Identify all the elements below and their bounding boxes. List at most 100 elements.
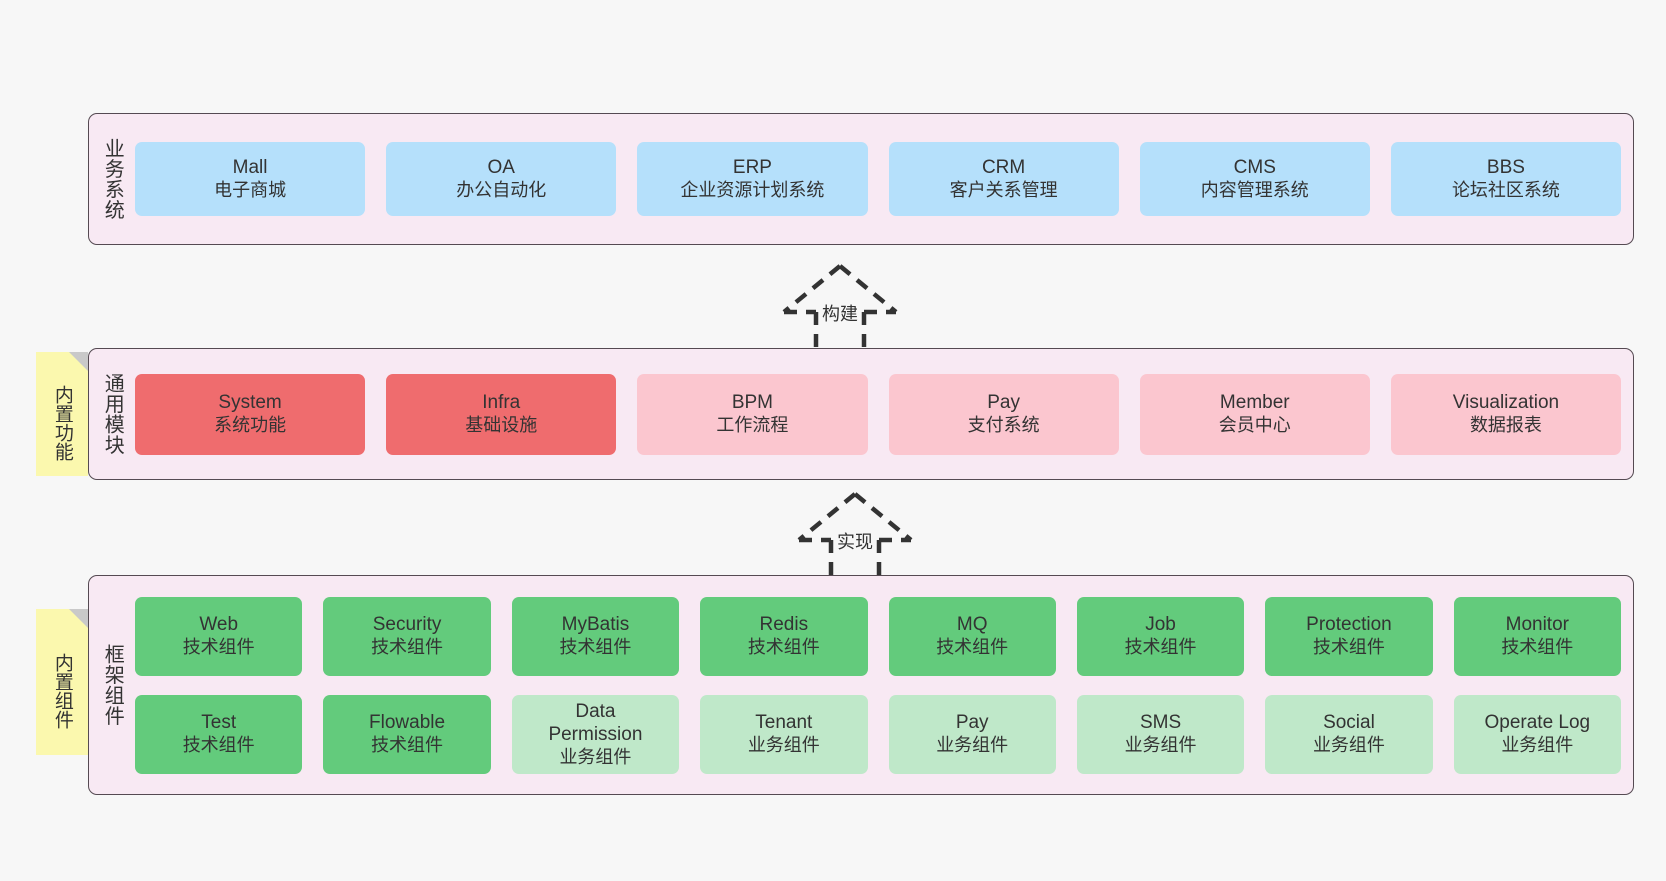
card-name: MQ [956,614,988,636]
card-name: Redis [759,614,809,636]
layer-title-common-module: 通用模块 [101,373,124,455]
card-subtitle: 工作流程 [716,415,789,436]
card-mybatis[interactable]: MyBatis 技术组件 [511,596,680,676]
card-name: Monitor [1505,614,1569,636]
card-bpm[interactable]: BPM 工作流程 [637,373,868,455]
card-subtitle: 客户关系管理 [949,180,1058,201]
card-name: Data Permission [548,700,643,745]
card-data-permission[interactable]: Data Permission 业务组件 [511,694,680,774]
card-name: Pay [955,712,989,734]
card-infra[interactable]: Infra 基础设施 [386,373,617,455]
layer-body-framework-component: Web 技术组件 Security 技术组件 MyBatis 技术组件 Redi… [135,576,1633,794]
card-subtitle: 业务组件 [936,735,1009,756]
card-name: CMS [1233,157,1276,179]
card-member[interactable]: Member 会员中心 [1139,373,1370,455]
card-subtitle: 支付系统 [967,415,1040,436]
card-row: System 系统功能 Infra 基础设施 BPM 工作流程 Pay 支付系统… [135,373,1622,455]
card-subtitle: 技术组件 [371,637,444,658]
card-subtitle: 技术组件 [1124,637,1197,658]
card-mq[interactable]: MQ 技术组件 [888,596,1056,676]
card-subtitle: 业务组件 [559,746,632,767]
card-name: BPM [731,392,774,414]
card-subtitle: 业务组件 [1312,735,1385,756]
sticky-note-label: 内置功能 [51,385,73,461]
card-subtitle: 系统功能 [214,415,287,436]
card-sms[interactable]: SMS 业务组件 [1076,694,1245,774]
card-subtitle: 论坛社区系统 [1451,180,1560,201]
card-name: Flowable [369,712,446,734]
card-pay-business[interactable]: Pay 业务组件 [888,694,1056,774]
card-name: Social [1323,712,1375,734]
card-name: Operate Log [1484,712,1591,734]
connector-implement-arrow: 实现 [775,490,935,585]
card-name: System [218,392,282,414]
card-subtitle: 业务组件 [747,735,820,756]
card-row: Mall 电子商城 OA 办公自动化 ERP 企业资源计划系统 CRM 客户关系… [135,142,1622,216]
layer-framework-component: 框架组件 Web 技术组件 Security 技术组件 MyBatis 技术组件… [88,575,1634,795]
card-name: Job [1145,614,1176,636]
card-name: SMS [1139,712,1182,734]
card-oa[interactable]: OA 办公自动化 [386,142,617,216]
card-name: Member [1219,392,1290,414]
card-operate-log[interactable]: Operate Log 业务组件 [1453,694,1621,774]
card-cms[interactable]: CMS 内容管理系统 [1139,142,1370,216]
card-crm[interactable]: CRM 客户关系管理 [888,142,1119,216]
card-social[interactable]: Social 业务组件 [1265,694,1433,774]
card-name: Security [372,614,442,636]
card-bbs[interactable]: BBS 论坛社区系统 [1390,142,1622,216]
card-subtitle: 技术组件 [182,735,255,756]
card-system[interactable]: System 系统功能 [135,373,366,455]
card-subtitle: 业务组件 [1501,735,1574,756]
sticky-note-builtin-components: 内置组件 [36,609,88,755]
card-job[interactable]: Job 技术组件 [1076,596,1245,676]
card-flowable[interactable]: Flowable 技术组件 [323,694,491,774]
card-name: Test [201,712,237,734]
card-security[interactable]: Security 技术组件 [323,596,491,676]
card-subtitle: 会员中心 [1218,415,1291,436]
card-subtitle: 技术组件 [182,637,255,658]
card-subtitle: 技术组件 [371,735,444,756]
card-name: ERP [732,157,772,179]
layer-title-framework-component: 框架组件 [101,644,124,726]
card-erp[interactable]: ERP 企业资源计划系统 [637,142,868,216]
folded-corner-icon [69,352,88,371]
card-name: BBS [1486,157,1525,179]
card-subtitle: 企业资源计划系统 [680,180,825,201]
card-name: MyBatis [561,614,630,636]
card-subtitle: 技术组件 [936,637,1009,658]
card-subtitle: 内容管理系统 [1200,180,1309,201]
card-subtitle: 技术组件 [747,637,820,658]
card-name: Pay [987,392,1020,414]
card-mall[interactable]: Mall 电子商城 [135,142,366,216]
card-monitor[interactable]: Monitor 技术组件 [1453,596,1621,676]
sticky-note-builtin-features: 内置功能 [36,352,88,476]
layer-body-common-module: System 系统功能 Infra 基础设施 BPM 工作流程 Pay 支付系统… [135,349,1633,479]
card-name: Mall [232,157,268,179]
connector-label: 实现 [837,532,873,552]
card-visualization[interactable]: Visualization 数据报表 [1390,373,1622,455]
card-subtitle: 基础设施 [465,415,538,436]
card-subtitle: 电子商城 [214,180,287,201]
connector-build-arrow: 构建 [760,262,920,357]
card-redis[interactable]: Redis 技术组件 [700,596,868,676]
card-subtitle: 数据报表 [1469,415,1542,436]
layer-title-business-system: 业务系统 [101,138,124,220]
card-name: CRM [981,157,1026,179]
card-name: Infra [482,392,521,414]
card-row-tech: Web 技术组件 Security 技术组件 MyBatis 技术组件 Redi… [135,596,1621,676]
card-name: Tenant [755,712,813,734]
card-subtitle: 技术组件 [559,637,632,658]
card-test[interactable]: Test 技术组件 [135,694,303,774]
sticky-note-label: 内置组件 [51,653,73,729]
layer-body-business-system: Mall 电子商城 OA 办公自动化 ERP 企业资源计划系统 CRM 客户关系… [135,114,1633,244]
connector-label: 构建 [822,304,858,324]
card-name: Visualization [1452,392,1560,414]
card-name: OA [487,157,515,179]
card-pay[interactable]: Pay 支付系统 [888,373,1119,455]
card-tenant[interactable]: Tenant 业务组件 [700,694,868,774]
card-name: Web [199,614,239,636]
card-protection[interactable]: Protection 技术组件 [1265,596,1433,676]
card-web[interactable]: Web 技术组件 [135,596,303,676]
folded-corner-icon [69,609,88,628]
